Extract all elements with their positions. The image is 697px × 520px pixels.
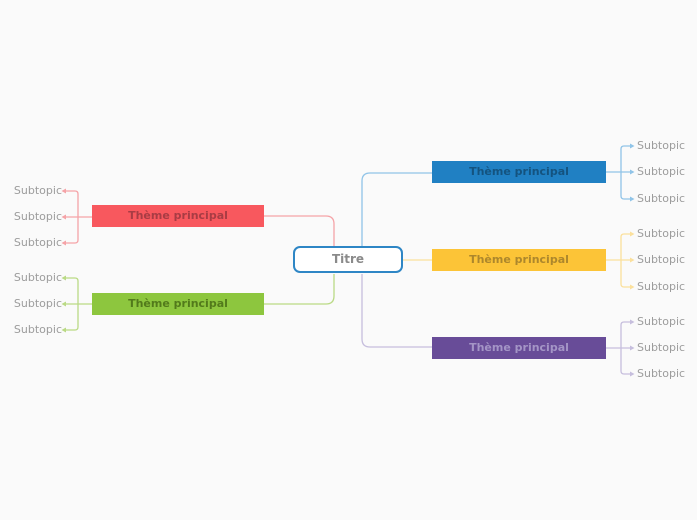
subtopic-label[interactable]: Subtopic [13, 236, 62, 249]
stub-arrow [630, 143, 635, 149]
connector-main [264, 215, 335, 246]
subtopic-label[interactable]: Subtopic [637, 280, 686, 293]
subtopic-label[interactable]: Subtopic [637, 165, 686, 178]
stub-arrow [61, 240, 66, 246]
stub-arrow [61, 275, 66, 281]
stub-arrow [630, 319, 635, 325]
subtopic-label[interactable]: Subtopic [13, 297, 62, 310]
branch-connectors-red [61, 188, 335, 246]
subtopic-label[interactable]: Subtopic [637, 253, 686, 266]
stub-arrow [630, 257, 635, 263]
connector-main [361, 274, 432, 348]
connector-main [264, 274, 335, 305]
branch-connectors-blue [361, 143, 635, 246]
stub-arrow [61, 327, 66, 333]
stub-arrow [630, 231, 635, 237]
theme-node-blue[interactable]: Thème principal [432, 161, 606, 183]
root-node[interactable]: Titre [293, 246, 403, 273]
theme-node-purple[interactable]: Thème principal [432, 337, 606, 359]
theme-node-green[interactable]: Thème principal [92, 293, 264, 315]
stub-arrow [61, 188, 66, 194]
subtopic-label[interactable]: Subtopic [13, 184, 62, 197]
subtopic-label[interactable]: Subtopic [637, 192, 686, 205]
subtopic-label[interactable]: Subtopic [637, 139, 686, 152]
stub-arrow [630, 169, 635, 175]
connector-main [361, 172, 432, 246]
subtopic-label[interactable]: Subtopic [637, 367, 686, 380]
stub-arrow [630, 196, 635, 202]
subtopic-label[interactable]: Subtopic [637, 315, 686, 328]
subtopic-label[interactable]: Subtopic [637, 341, 686, 354]
subtopic-label[interactable]: Subtopic [13, 271, 62, 284]
stub-arrow [61, 301, 66, 307]
subtopic-label[interactable]: Subtopic [637, 227, 686, 240]
branch-connectors-purple [361, 274, 635, 377]
subtopic-label[interactable]: Subtopic [13, 210, 62, 223]
theme-node-yellow[interactable]: Thème principal [432, 249, 606, 271]
stub-arrow [61, 214, 66, 220]
subtopic-label[interactable]: Subtopic [13, 323, 62, 336]
stub-arrow [630, 284, 635, 290]
theme-node-red[interactable]: Thème principal [92, 205, 264, 227]
branch-connectors-yellow [403, 231, 635, 290]
stub-arrow [630, 345, 635, 351]
branch-connectors-green [61, 274, 335, 333]
stub-arrow [630, 371, 635, 377]
